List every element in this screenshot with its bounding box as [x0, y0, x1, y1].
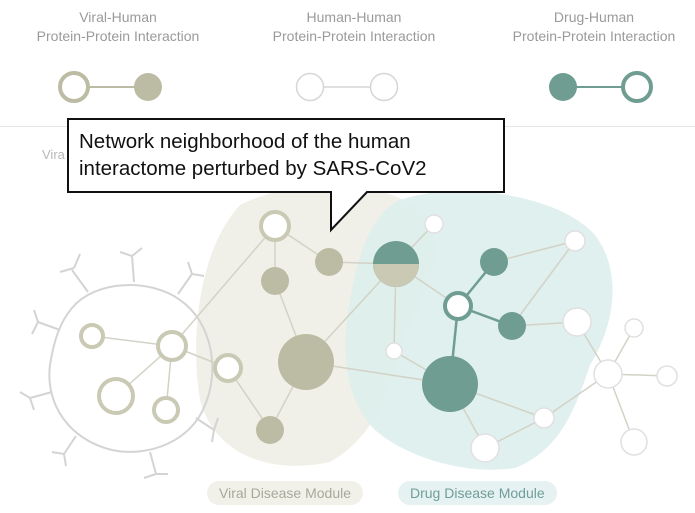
human-protein-node — [470, 433, 500, 463]
viral-protein-node — [259, 210, 291, 242]
legend-drug-human-line1: Drug-Human — [553, 9, 635, 25]
viral-protein-node — [152, 396, 180, 424]
sars-cov2-virus-icon — [19, 247, 219, 479]
legend-human-human-line2: Protein-Protein Interaction — [272, 28, 436, 44]
legend-viral-human-icon — [58, 71, 162, 103]
legend-viral-human-left-node — [58, 71, 90, 103]
shared-node — [373, 241, 419, 287]
human-protein-node — [624, 318, 644, 338]
shared-protein-node-lower-half — [373, 264, 419, 287]
viral-protein-node — [156, 330, 188, 362]
callout-box — [67, 118, 505, 233]
viral-disease-module-label: Viral Disease Module — [207, 481, 364, 505]
drug-disease-module-label: Drug Disease Module — [398, 481, 557, 505]
edge — [511, 240, 576, 327]
drug-node — [443, 291, 473, 321]
human-nodes — [385, 214, 678, 463]
legend-viral-human-line1: Viral-Human — [79, 9, 157, 25]
human-protein-node — [385, 342, 403, 360]
legend-human-human-line1: Human-Human — [306, 9, 402, 25]
legend-human-human-title: Human-Human Protein-Protein Interaction — [249, 8, 459, 46]
legend-drug-human-line2: Protein-Protein Interaction — [512, 28, 676, 44]
human-protein-node — [564, 230, 586, 252]
callout-text: Network neighborhood of the human intera… — [79, 130, 427, 180]
human-protein-node — [315, 248, 343, 276]
human-protein-node — [424, 214, 444, 234]
legend-drug-human-icon — [549, 71, 653, 103]
human-protein-node — [593, 359, 623, 389]
human-protein-node — [256, 416, 284, 444]
human-protein-node — [278, 334, 334, 390]
drug-protein-node — [498, 312, 526, 340]
edge — [171, 225, 276, 347]
legend-human-human-right-node — [369, 72, 399, 102]
partial-viral-label: Vira — [42, 147, 65, 162]
drug-protein-node — [480, 248, 508, 276]
virus-nodes — [79, 210, 291, 424]
legend-drug-human-left-node — [549, 73, 577, 101]
viral-protein-node — [213, 353, 243, 383]
human-protein-node — [562, 307, 592, 337]
human-protein-node — [656, 365, 678, 387]
legend-viral-human-title: Viral-Human Protein-Protein Interaction — [13, 8, 223, 46]
human-protein-node — [620, 428, 648, 456]
legend-drug-human-right-node — [621, 71, 653, 103]
legend-drug-human-title: Drug-Human Protein-Protein Interaction — [489, 8, 695, 46]
drug-protein-node — [422, 356, 478, 412]
human-protein-node — [261, 267, 289, 295]
viral-protein-node — [97, 377, 135, 415]
human-protein-node — [533, 407, 555, 429]
legend-human-human-icon — [295, 72, 399, 102]
legend-viral-human-right-node — [134, 73, 162, 101]
legend-viral-human-line2: Protein-Protein Interaction — [36, 28, 200, 44]
legend-human-human-left-node — [295, 72, 325, 102]
drug-module-nodes — [422, 248, 526, 412]
viral-protein-node — [79, 323, 105, 349]
viral-module-nodes — [256, 248, 343, 444]
